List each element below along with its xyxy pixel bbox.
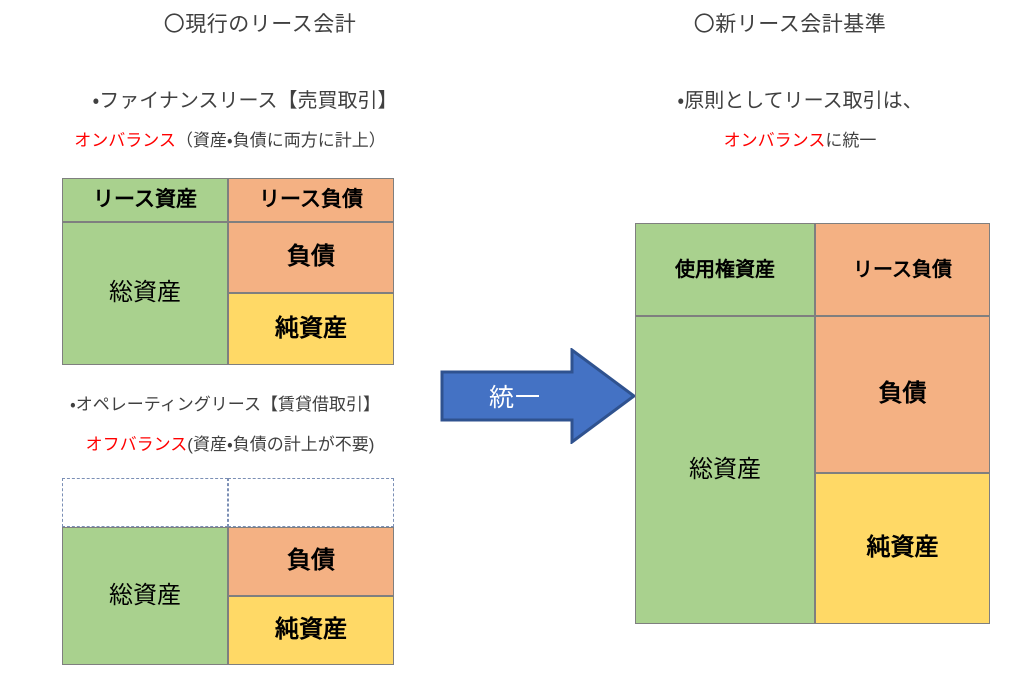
finance-lease-note-accent: オンバランス bbox=[74, 131, 176, 150]
operating-lease-note: オフバランス(資産・負債の計上が不要) bbox=[20, 430, 440, 455]
finance-lease-bullet: ・ファイナンスリース【売買取引】 bbox=[92, 90, 398, 112]
cell-total-assets-operating: 総資産 bbox=[62, 527, 228, 665]
cell-net-assets: 純資産 bbox=[228, 293, 394, 365]
unification-arrow: 統一 bbox=[440, 348, 636, 444]
cell-right-of-use-asset-label: 使用権資産 bbox=[675, 258, 775, 281]
cell-net-assets-operating: 純資産 bbox=[228, 596, 394, 665]
cell-lease-liability-new: リース負債 bbox=[815, 223, 990, 316]
cell-right-of-use-asset: 使用権資産 bbox=[635, 223, 815, 316]
cell-net-assets-label: 純資産 bbox=[275, 314, 347, 342]
new-standard-note-rest: に統一 bbox=[825, 131, 877, 150]
finance-lease-note: オンバランス（資産・負債に両方に計上） bbox=[20, 126, 440, 151]
new-standard-note-accent: オンバランス bbox=[723, 131, 826, 150]
operating-lease-note-accent: オフバランス bbox=[85, 435, 188, 454]
cell-lease-liability-label: リース負債 bbox=[259, 188, 363, 212]
cell-offbalance-liability-blank bbox=[228, 478, 394, 527]
new-standard-bullet: ・原則としてリース取引は、 bbox=[677, 90, 923, 112]
cell-total-assets-new-label: 総資産 bbox=[689, 455, 761, 483]
cell-total-assets-new: 総資産 bbox=[635, 316, 815, 624]
cell-net-assets-new: 純資産 bbox=[815, 473, 990, 624]
cell-liabilities-operating-label: 負債 bbox=[287, 547, 335, 575]
cell-total-assets-label: 総資産 bbox=[109, 279, 181, 307]
cell-lease-asset-label: リース資産 bbox=[93, 188, 197, 212]
cell-liabilities-operating: 負債 bbox=[228, 527, 394, 596]
cell-offbalance-asset-blank bbox=[62, 478, 228, 527]
cell-lease-liability-new-label: リース負債 bbox=[853, 258, 952, 281]
cell-lease-liability: リース負債 bbox=[228, 178, 394, 222]
cell-total-assets: 総資産 bbox=[62, 222, 228, 365]
cell-liabilities-new: 負債 bbox=[815, 316, 990, 473]
cell-net-assets-operating-label: 純資産 bbox=[275, 616, 347, 644]
cell-liabilities-label: 負債 bbox=[287, 243, 335, 271]
cell-liabilities-new-label: 負債 bbox=[878, 380, 927, 408]
cell-total-assets-operating-label: 総資産 bbox=[109, 581, 181, 609]
operating-lease-balance-sheet: 総資産 負債 純資産 bbox=[62, 478, 394, 665]
finance-lease-note-rest: （資産・負債に両方に計上） bbox=[175, 131, 386, 150]
right-column-heading: 〇新リース会計基準 bbox=[693, 13, 887, 36]
new-standard-balance-sheet: 使用権資産 リース負債 総資産 負債 純資産 bbox=[635, 223, 990, 624]
cell-liabilities: 負債 bbox=[228, 222, 394, 293]
new-standard-note: オンバランスに統一 bbox=[600, 126, 1000, 151]
cell-lease-asset: リース資産 bbox=[62, 178, 228, 222]
finance-lease-balance-sheet: リース資産 リース負債 総資産 負債 純資産 bbox=[62, 178, 394, 365]
operating-lease-note-rest: (資産・負債の計上が不要) bbox=[187, 435, 375, 454]
arrow-right-icon bbox=[440, 348, 636, 444]
left-column-heading: 〇現行のリース会計 bbox=[163, 13, 357, 36]
operating-lease-bullet: ・オペレーティングリース【賃貸借取引】 bbox=[70, 395, 380, 414]
cell-net-assets-new-label: 純資産 bbox=[866, 534, 939, 562]
